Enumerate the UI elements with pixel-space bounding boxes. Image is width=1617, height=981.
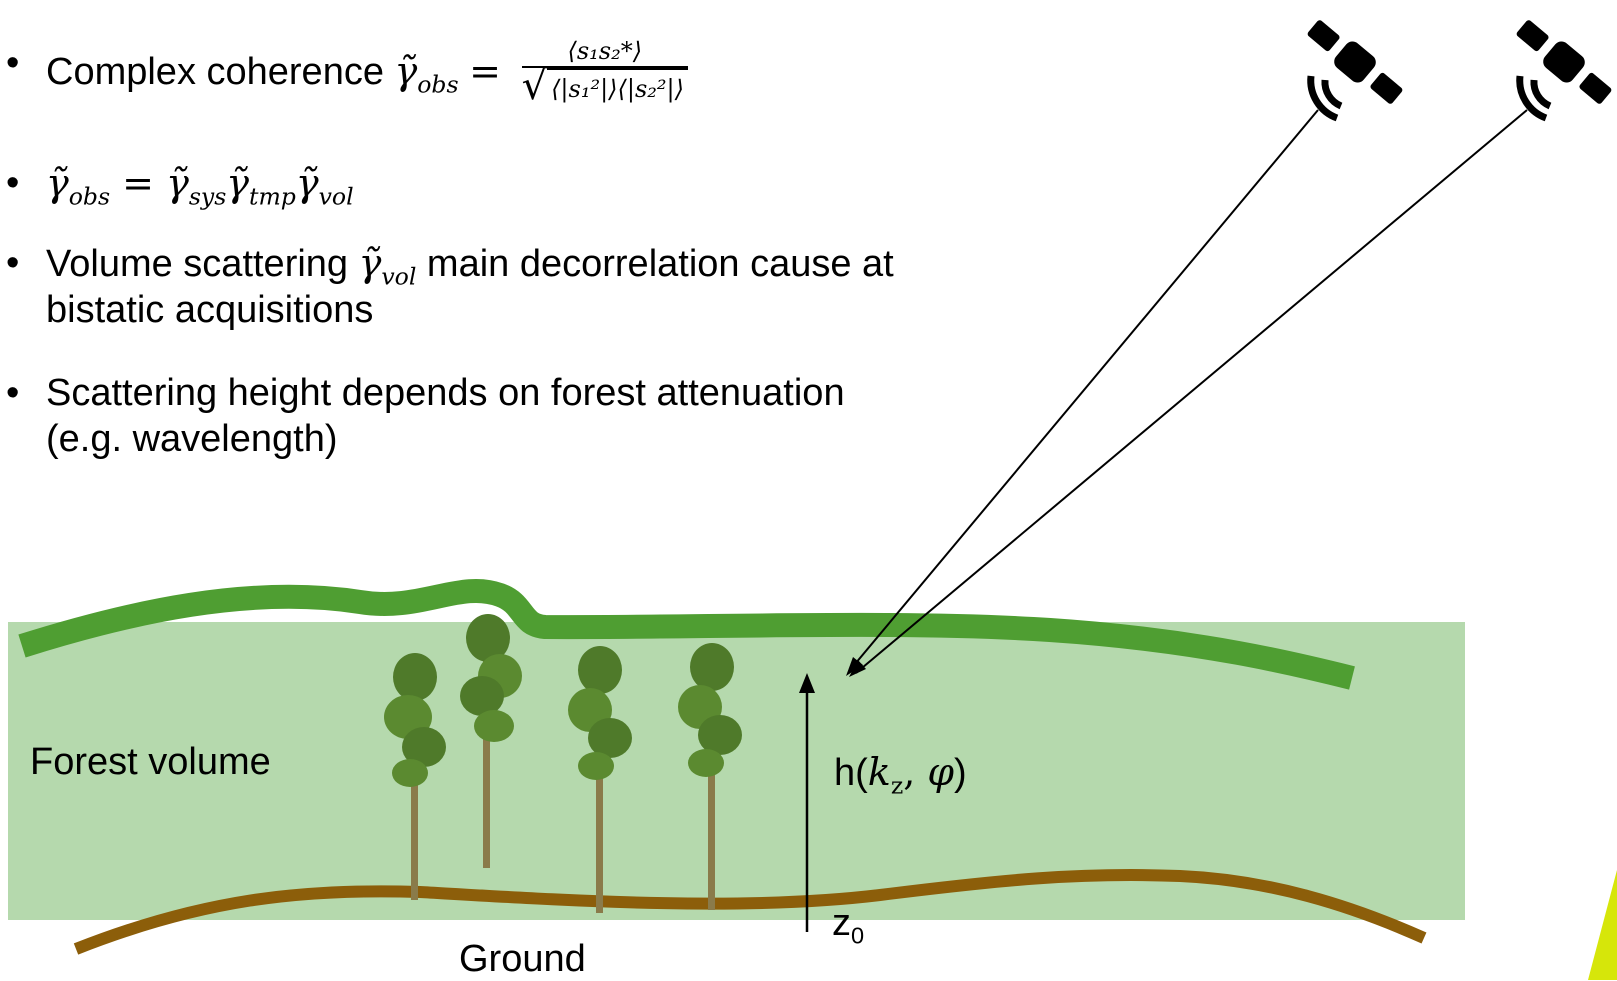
bullet-text: Complex coherence (46, 51, 384, 94)
formula-fraction: ⟨s₁s₂*⟩ √⟨|s₁²|⟩⟨|s₂²|⟩ (521, 36, 688, 106)
beam-line-1 (849, 109, 1319, 671)
formula-gamma-obs: γ̃obs (394, 49, 459, 99)
beam-arrowhead-2 (849, 660, 866, 677)
tree-icon (678, 643, 742, 910)
forest-volume-label: Forest volume (30, 741, 271, 783)
satellite-signal-icon (1307, 75, 1343, 122)
tree-icon (568, 646, 632, 913)
accent-wedge (1588, 870, 1617, 980)
formula-denominator: ⟨|s₁²|⟩⟨|s₂²|⟩ (547, 68, 688, 104)
bullet-dot: • (6, 162, 20, 204)
formula-gamma-vol: γ̃vol (358, 241, 417, 291)
bullet-dot: • (6, 242, 20, 284)
bullet-scattering-height: • Scattering height depends on forest at… (6, 372, 845, 460)
tree-icon (460, 614, 522, 868)
bullet-dot: • (6, 42, 20, 84)
formula-product: γ̃obs = γ̃sysγ̃tmpγ̃vol (46, 161, 354, 211)
canopy-line (18, 579, 1355, 690)
height-label: h(kz, φ) (834, 750, 967, 800)
tree-icon (384, 653, 446, 900)
forest-volume-area (8, 622, 1465, 920)
bullet-product: • γ̃obs = γ̃sysγ̃tmpγ̃vol (4, 160, 354, 211)
satellite-icon (1307, 20, 1403, 104)
bullet-coherence: • Complex coherence γ̃obs = ⟨s₁s₂*⟩ √⟨|s… (4, 37, 688, 108)
height-arrow-head (799, 673, 815, 693)
beam-line-2 (855, 109, 1528, 674)
ground-label: Ground (459, 938, 586, 980)
satellite-signal-icon (1516, 75, 1552, 122)
ground-line (73, 868, 1427, 955)
formula-numerator: ⟨s₁s₂*⟩ (567, 37, 643, 65)
satellite-icon (1516, 20, 1612, 104)
bullet-volume-scattering: • Volume scattering γ̃vol main decorrela… (6, 241, 894, 331)
bullet-dot: • (6, 372, 20, 414)
z0-label: z0 (832, 902, 865, 949)
